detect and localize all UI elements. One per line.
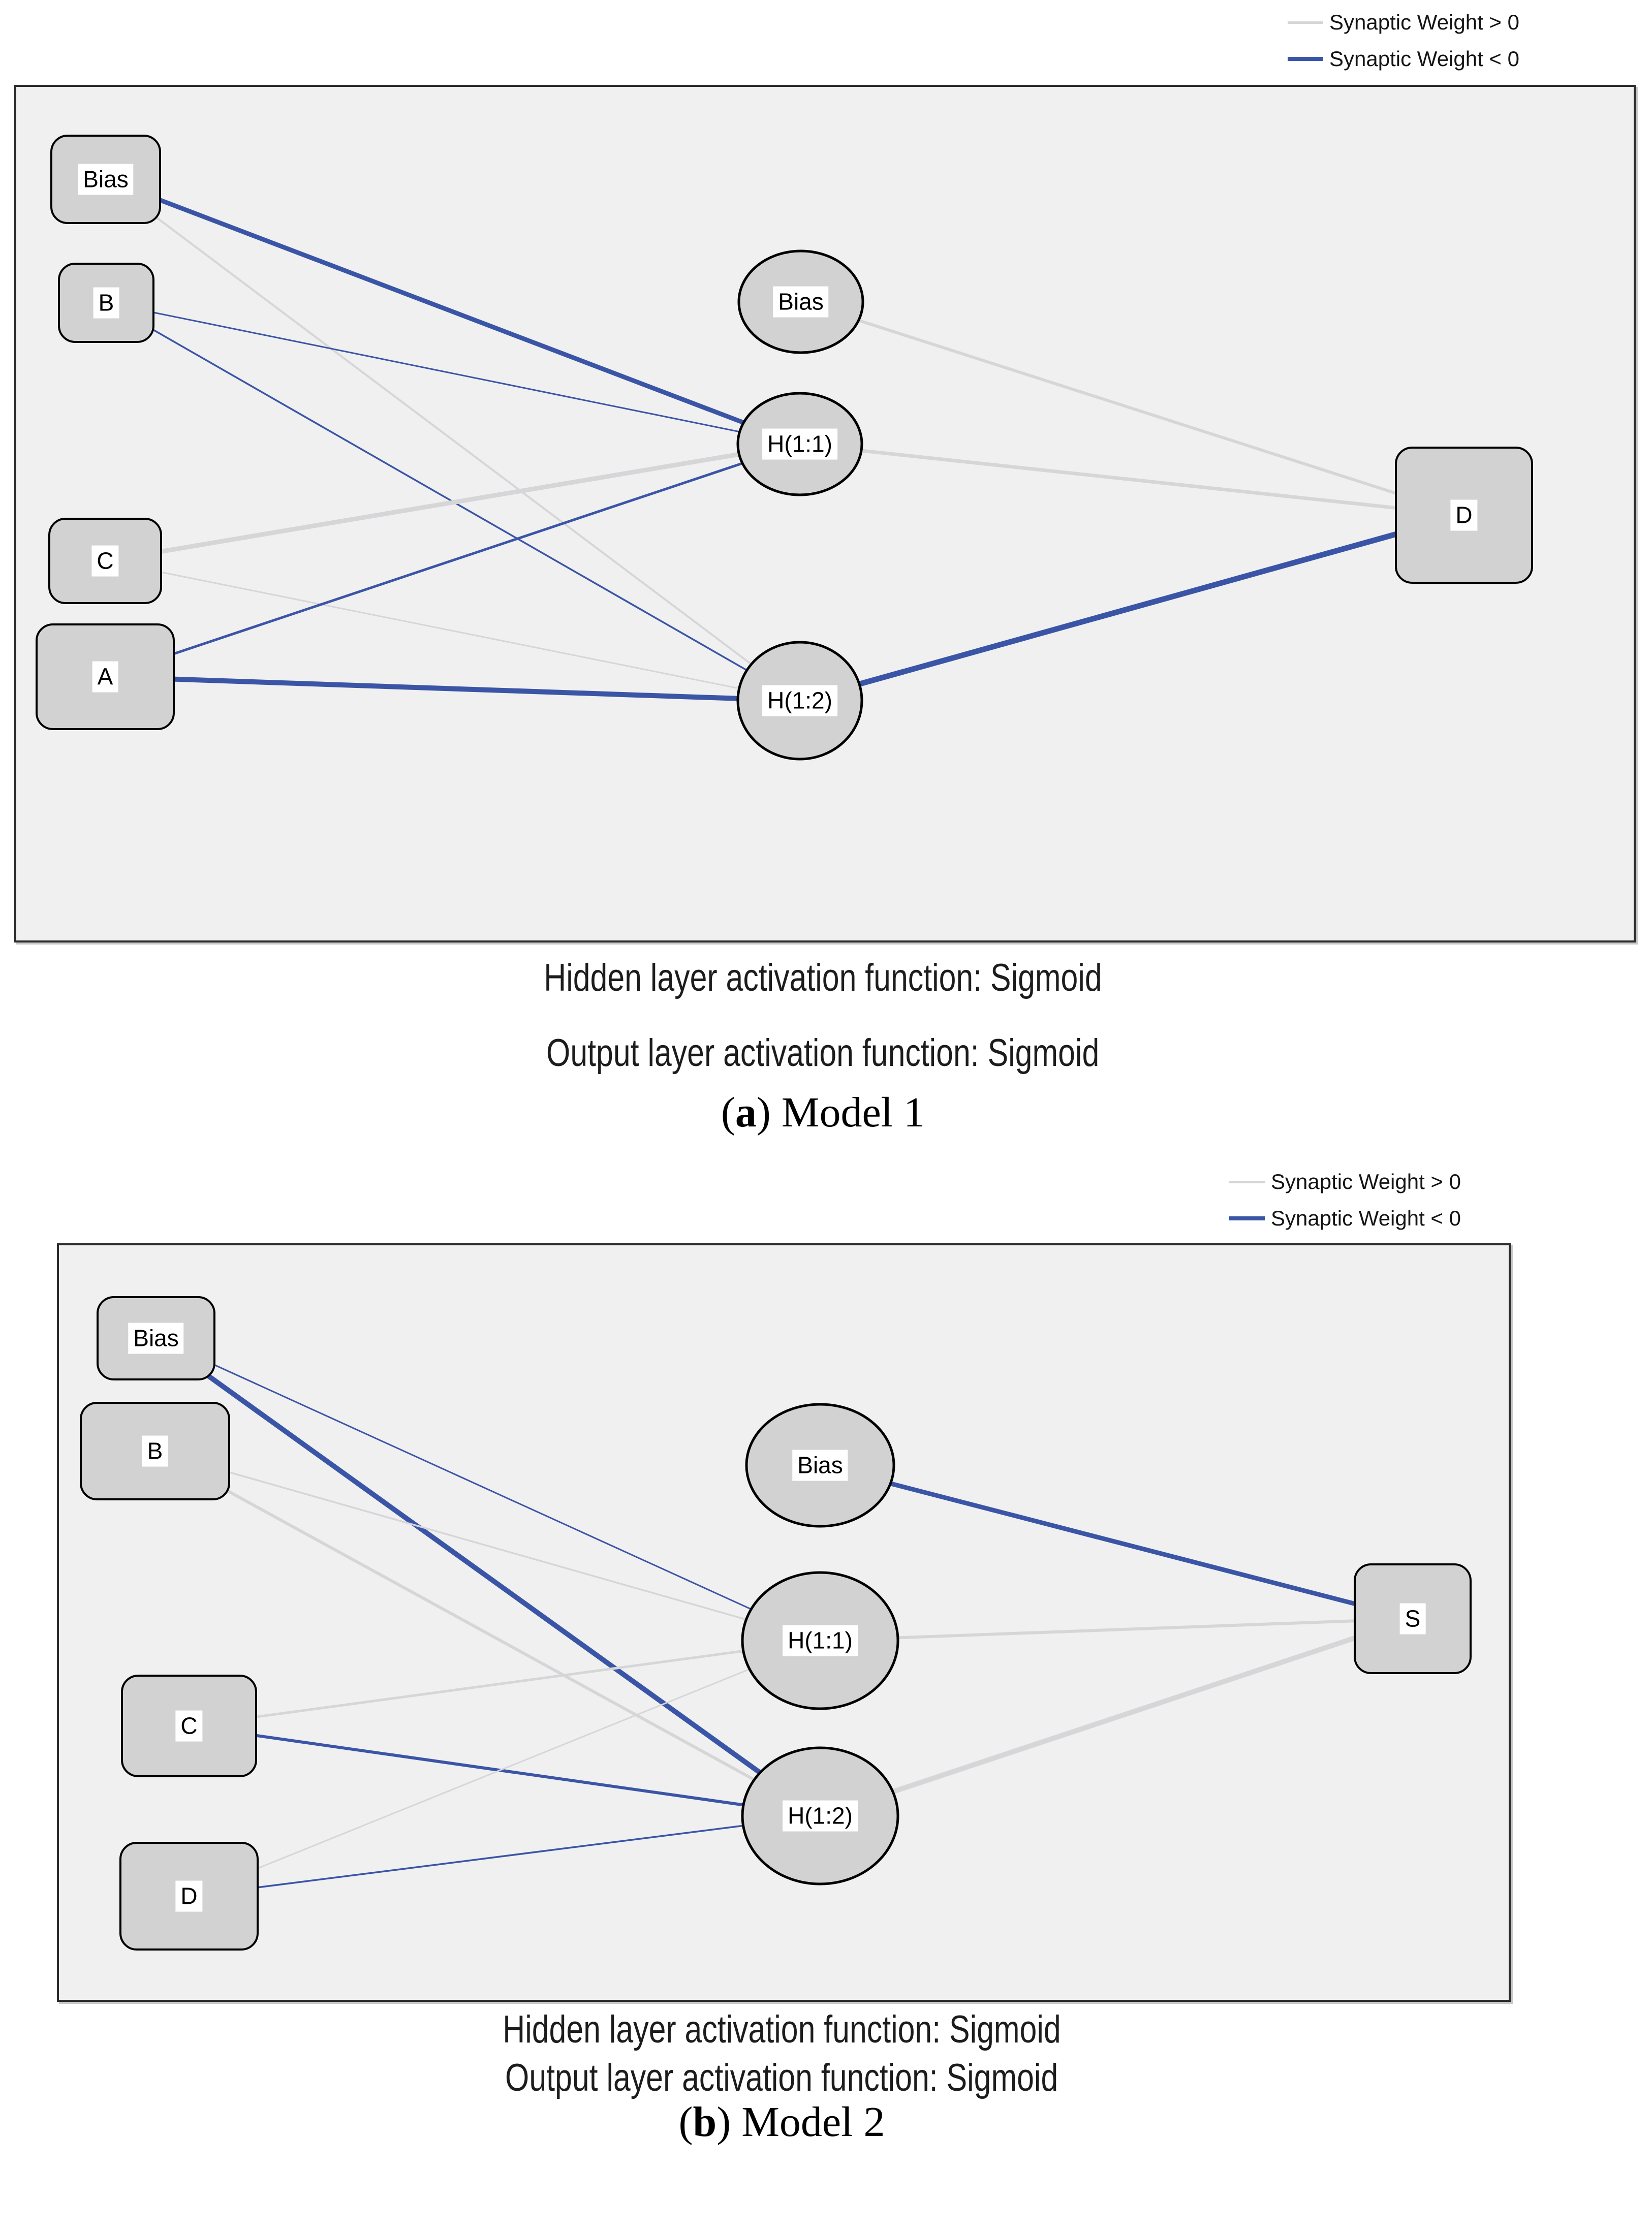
edge-bias-h-s-out-negative (819, 1463, 1414, 1621)
node-label-a: A (92, 661, 118, 693)
edge-h12-d-out-negative (799, 512, 1465, 704)
edge-bias-in-h11-negative (155, 1337, 821, 1642)
negative-weight-line-swatch (1229, 1216, 1265, 1220)
paren-close: ) (756, 1089, 782, 1136)
edge-bias-in-h12-negative (154, 1336, 822, 1818)
node-label-d-out: D (1450, 499, 1478, 531)
legend-model-1: Synaptic Weight > 0 Synaptic Weight < 0 (1288, 4, 1519, 77)
edge-h11-d-out-positive (799, 442, 1464, 517)
node-label-h12: H(1:2) (783, 1800, 858, 1832)
edge-bias-h-d-out-positive (800, 300, 1464, 517)
node-label-h12: H(1:2) (762, 685, 837, 716)
legend-item-negative: Synaptic Weight < 0 (1229, 1200, 1461, 1237)
output-layer-caption-text: Output layer activation function: Sigmoi… (546, 1031, 1100, 1075)
node-label-bias-h: Bias (773, 286, 829, 318)
edge-c-h12-negative (189, 1724, 821, 1817)
subcaption-model-1: (a) Model 1 (14, 1091, 1632, 1134)
legend-label: Synaptic Weight > 0 (1329, 10, 1519, 34)
node-label-bias-in: Bias (128, 1323, 184, 1354)
edge-c-h11-positive (105, 442, 800, 563)
legend-label: Synaptic Weight < 0 (1271, 1206, 1461, 1230)
edge-a-h12-negative (105, 674, 800, 703)
output-layer-caption: Output layer activation function: Sigmoi… (57, 2059, 1507, 2097)
network-diagram-svg (80, 1296, 1472, 1951)
node-label-s-out: S (1399, 1603, 1426, 1634)
node-label-d: D (175, 1880, 203, 1912)
output-layer-caption: Output layer activation function: Sigmoi… (14, 1034, 1632, 1073)
node-label-c: C (175, 1710, 203, 1742)
hidden-layer-caption: Hidden layer activation function: Sigmoi… (57, 2010, 1507, 2049)
edge-c-h12-positive (105, 560, 800, 702)
edge-h11-s-out-positive (820, 1617, 1413, 1642)
node-label-b: B (93, 287, 119, 319)
node-label-bias-h: Bias (792, 1450, 848, 1481)
node-label-bias-in: Bias (78, 164, 134, 195)
node-label-b: B (142, 1435, 168, 1467)
paren-open: ( (721, 1089, 735, 1136)
legend-model-2: Synaptic Weight > 0 Synaptic Weight < 0 (1229, 1164, 1461, 1237)
network-diagram-svg (36, 135, 1533, 761)
positive-weight-line-swatch (1288, 21, 1324, 24)
paren-close: ) (716, 2098, 742, 2146)
legend-item-positive: Synaptic Weight > 0 (1288, 4, 1519, 41)
output-layer-caption-text: Output layer activation function: Sigmoi… (505, 2056, 1058, 2099)
edge-h12-s-out-positive (819, 1616, 1414, 1818)
negative-weight-line-swatch (1288, 57, 1324, 61)
edge-b-h11-negative (106, 302, 800, 445)
legend-item-negative: Synaptic Weight < 0 (1288, 41, 1519, 77)
legend-label: Synaptic Weight < 0 (1329, 47, 1519, 71)
subcaption-letter: a (735, 1089, 757, 1136)
edge-bias-in-h12-positive (105, 178, 801, 702)
node-label-c: C (91, 545, 119, 577)
edge-b-h11-positive (154, 1450, 821, 1642)
edge-bias-in-h11-negative (105, 177, 801, 447)
node-label-h11: H(1:1) (783, 1625, 858, 1656)
hidden-layer-caption-text: Hidden layer activation function: Sigmoi… (544, 956, 1102, 999)
edge-c-h11-positive (189, 1639, 821, 1727)
subcaption-model-2: (b) Model 2 (57, 2101, 1507, 2144)
node-label-h11: H(1:1) (762, 428, 837, 460)
subcaption-title: Model 2 (741, 2098, 885, 2146)
edge-d-h12-negative (189, 1815, 821, 1897)
positive-weight-line-swatch (1229, 1180, 1265, 1183)
subcaption-title: Model 1 (781, 1089, 925, 1136)
hidden-layer-caption-text: Hidden layer activation function: Sigmoi… (503, 2008, 1061, 2051)
legend-item-positive: Synaptic Weight > 0 (1229, 1164, 1461, 1200)
hidden-layer-caption: Hidden layer activation function: Sigmoi… (14, 959, 1632, 997)
edge-b-h12-positive (154, 1450, 821, 1817)
paren-open: ( (678, 2098, 693, 2146)
edge-a-h11-negative (105, 443, 800, 678)
legend-label: Synaptic Weight > 0 (1271, 1170, 1461, 1193)
edge-d-h11-positive (189, 1640, 821, 1897)
subcaption-letter: b (693, 2098, 717, 2146)
